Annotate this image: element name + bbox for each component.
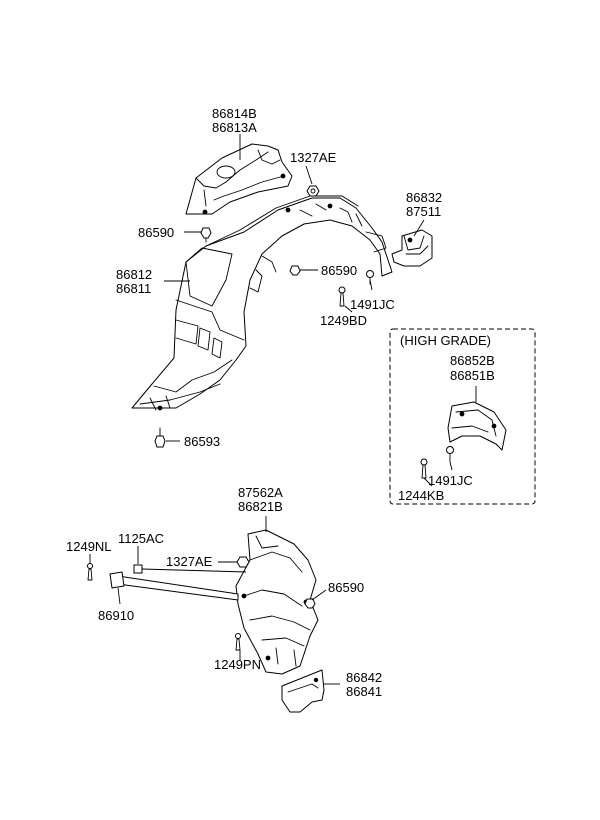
- label-1249PN: 1249PN: [214, 657, 261, 672]
- label-1125AC: 1125AC: [118, 531, 164, 546]
- label-86813A: 86813A: [212, 120, 257, 135]
- rear-wheel-guard: [235, 529, 319, 675]
- label-1327AE-low: 1327AE: [166, 554, 213, 569]
- guard-bracket: [391, 229, 433, 267]
- mud-flap: [281, 669, 325, 713]
- leader-lines: [89, 134, 477, 685]
- bolt-1125AC: [133, 564, 247, 574]
- label-1249BD: 1249BD: [320, 313, 367, 328]
- nut-1327AE-lower: [236, 556, 250, 568]
- label-86832: 86832: [406, 190, 442, 205]
- label-86811: 86811: [116, 281, 151, 296]
- label-86812: 86812: [116, 267, 152, 282]
- clip-86593: [154, 427, 166, 448]
- label-86841: 86841: [346, 684, 382, 699]
- screw-1249BD: [338, 286, 346, 307]
- front-wheel-guard: [131, 195, 393, 411]
- label-86821B: 86821B: [238, 499, 283, 514]
- label-1491JC-b: 1491JC: [428, 473, 473, 488]
- screw-1249NL: [87, 563, 93, 581]
- label-1249NL: 1249NL: [66, 539, 112, 554]
- label-86851B: 86851B: [450, 368, 495, 383]
- label-1327AE-top: 1327AE: [290, 150, 337, 165]
- screw-1491JC-high: [446, 446, 454, 463]
- label-87562A: 87562A: [238, 485, 283, 500]
- label-86593: 86593: [184, 434, 220, 449]
- high-grade-box: [389, 328, 536, 505]
- label-87511: 87511: [406, 204, 441, 219]
- label-86852B: 86852B: [450, 353, 495, 368]
- label-86910: 86910: [98, 608, 134, 623]
- front-wheel-guard-cover: [185, 143, 293, 215]
- label-1491JC-a: 1491JC: [350, 297, 395, 312]
- label-86842: 86842: [346, 670, 382, 685]
- screw-1491JC-upper: [366, 270, 374, 285]
- label-1244KB: 1244KB: [398, 488, 444, 503]
- label-86814B: 86814B: [212, 106, 257, 121]
- label-86590-b: 86590: [321, 263, 357, 278]
- clip-86590-lower: [304, 598, 316, 609]
- nut-1327AE-upper: [306, 185, 320, 197]
- label-86590-c: 86590: [328, 580, 364, 595]
- clip-86590-upper: [200, 227, 212, 243]
- screw-1244KB: [420, 458, 428, 479]
- screw-1249PN: [235, 633, 271, 661]
- clip-86590-mid: [289, 265, 301, 276]
- label-86590-a: 86590: [138, 225, 174, 240]
- label-high-grade: (HIGH GRADE): [400, 333, 491, 348]
- guard-rod: [109, 571, 239, 601]
